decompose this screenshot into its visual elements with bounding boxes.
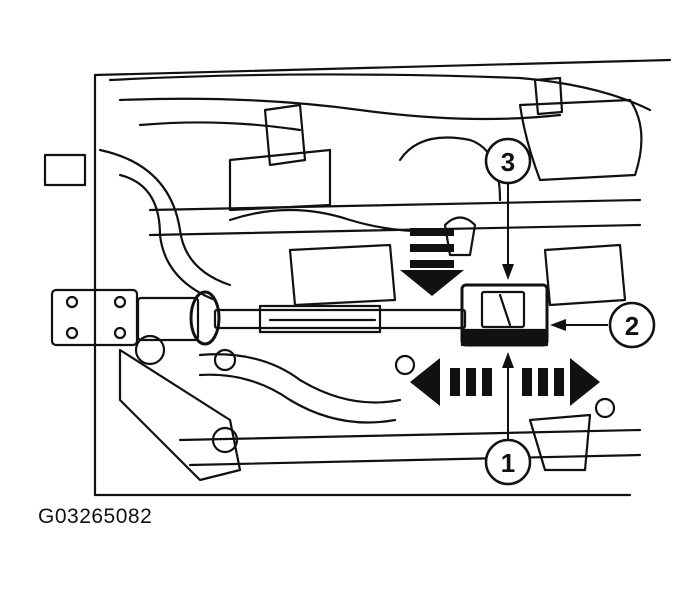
flange-housing [136,296,200,342]
actuator-detail [498,293,512,327]
callout-1: 1 [484,352,532,486]
center-bracket [288,243,397,307]
rail-bottom-2 [188,453,642,467]
rail-lower [148,223,642,237]
brace-bolt [211,426,239,454]
rail-bottom-1 [178,428,642,442]
center-bolt [213,348,237,372]
bracket-bolt-3 [113,295,127,309]
tank-cap [533,76,564,116]
rail-upper [148,198,642,212]
lower-brace [118,348,242,482]
callout-2-label: 2 [625,311,639,341]
hood-contour-3 [138,121,302,132]
horizontal-double-arrow [410,358,600,406]
clamp [443,216,477,257]
lower-right-bolt [594,397,616,419]
frame-top [93,58,672,77]
hood-contour-2 [118,97,562,121]
right-bracket [543,243,627,307]
tank [518,98,643,182]
shaft-sleeve [258,304,382,334]
hood-contour-1 [108,73,652,112]
callout-3: 3 [484,137,532,280]
flange-disc [189,290,221,346]
hose-lower [198,353,402,404]
bracket-bolt-4 [113,326,127,340]
bracket-bolt-1 [65,295,79,309]
lower-right-mount [528,413,592,472]
shaft [213,308,467,330]
upper-connector [263,103,307,167]
hose-right [398,136,502,202]
hose-lower-inner [198,373,397,424]
callout-1-label: 1 [501,448,515,478]
callout-3-label: 3 [501,147,515,177]
downward-arrow [400,228,464,296]
bracket-bolt-2 [65,326,79,340]
actuator-shade [460,328,549,347]
upper-bracket [228,148,332,212]
line-art [43,58,672,497]
actuator-window [480,290,526,329]
left-clip [43,153,87,187]
figure-id-label: G03265082 [38,505,153,528]
callout-2: 2 [550,301,656,349]
right-bolt [394,354,416,376]
left-pivot [134,334,166,366]
hose-upper [98,148,232,287]
